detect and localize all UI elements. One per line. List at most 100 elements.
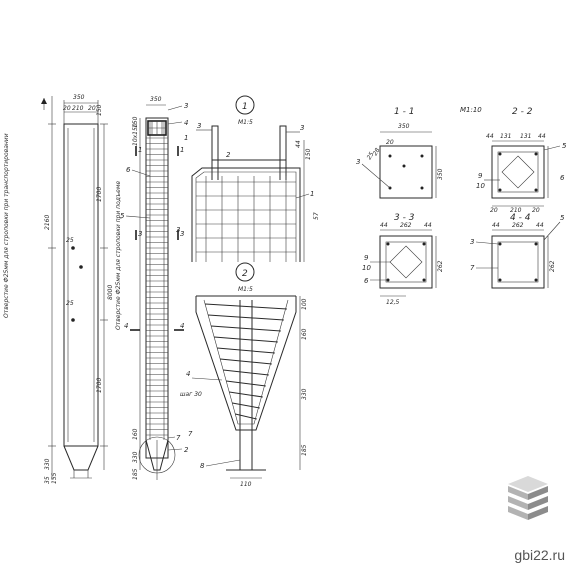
view-1-head-detail: 1 M1:5 3 3 2 1 44 150 57 — [191, 95, 320, 262]
spiral-turn — [226, 380, 266, 387]
mark: 6 — [560, 174, 565, 182]
dim: 330 — [301, 388, 308, 400]
site-name: gbi22.ru — [514, 547, 565, 563]
dim: 10x150 — [132, 123, 139, 146]
dim: 35 — [44, 476, 51, 484]
section-scale: M1:10 — [460, 106, 482, 114]
hole-transport-note: Отверстие Ф25мм для строповки при трансп… — [3, 133, 10, 318]
spiral-turn — [220, 358, 272, 365]
mark: 5 — [562, 142, 567, 150]
view-number: 1 — [242, 102, 248, 112]
dim: 131 — [520, 133, 531, 140]
spiral-turn — [235, 413, 257, 420]
head-mesh — [196, 176, 296, 262]
dim: 20 — [63, 105, 71, 112]
mark: 3 — [300, 124, 304, 132]
mark: 9 — [364, 254, 369, 262]
spiral-turn — [205, 303, 287, 310]
dim: 25 — [66, 300, 74, 307]
mark: 7 — [176, 434, 181, 442]
mark: 3 — [470, 238, 474, 246]
dim: 150 — [305, 148, 312, 160]
dim: 350 — [150, 96, 162, 103]
spiral-turn — [211, 325, 281, 332]
dim: 350 — [437, 168, 444, 180]
dim: 185 — [132, 468, 139, 480]
dim: 330 — [132, 451, 139, 463]
mark: 4 — [184, 119, 188, 127]
dim: 8000 — [107, 285, 114, 300]
dim: 20 — [490, 207, 498, 214]
mark: 3 — [356, 158, 360, 166]
cut-mark: 1 — [138, 146, 142, 154]
mark: 7 — [470, 264, 475, 272]
dim: 25 — [366, 151, 376, 161]
dim: 185 — [301, 444, 308, 456]
mark: 3 — [197, 122, 201, 130]
mark: 7 — [188, 430, 193, 438]
dim: 160 — [132, 428, 139, 440]
section-title-1-1: 1 - 1 — [394, 107, 414, 117]
mark: 2 — [226, 151, 231, 159]
dim: 2160 — [44, 215, 51, 230]
cut-mark: 1 — [180, 146, 184, 154]
dim: 150 — [132, 116, 139, 128]
mark: 9 — [478, 172, 483, 180]
dim: 12,5 — [386, 299, 400, 306]
dim: 262 — [400, 222, 412, 229]
dim: 262 — [437, 260, 444, 272]
dim: 262 — [512, 222, 524, 229]
dim: 44 — [486, 133, 494, 140]
dim: 155 — [51, 472, 58, 484]
dim: 350 — [398, 123, 410, 130]
spiral-turn — [217, 347, 275, 354]
mark: 5 — [120, 212, 125, 220]
mark: 2 — [184, 446, 189, 454]
mark: 4 — [186, 370, 190, 378]
dim: 210 — [510, 207, 522, 214]
dim: 44 — [536, 222, 544, 229]
dim: 57 — [313, 212, 320, 220]
view-scale: M1:5 — [238, 286, 253, 293]
cut-mark: 3 — [180, 230, 184, 238]
dim: 44 — [380, 222, 388, 229]
view-number: 2 — [242, 269, 248, 279]
mark: 8 — [200, 462, 205, 470]
sections: 1 - 1 M1:10 2 - 2 350 20 28 25 3 350 44 … — [356, 106, 567, 306]
stirrups — [146, 137, 168, 436]
mark: 6 — [364, 277, 369, 285]
dim: 44 — [492, 222, 500, 229]
cage-elevation: 350 10x150 150 160 330 185 3 4 1 6 5 3 7 — [120, 96, 189, 480]
mark: 6 — [126, 166, 131, 174]
hole-lift-note: Отверстие Ф25мм для строповки при подъем… — [115, 181, 122, 330]
dim: 110 — [240, 481, 252, 488]
dim: 100 — [301, 298, 308, 310]
dim: 262 — [549, 260, 556, 272]
dim: 20 — [88, 105, 96, 112]
pile-elevation: 350 20 210 20 2160 1700 1700 — [3, 94, 122, 484]
dim: 160 — [301, 328, 308, 340]
dim: 25 — [66, 237, 74, 244]
cut-mark: 4 — [124, 322, 128, 330]
dim: 210 — [72, 105, 84, 112]
dim: 150 — [96, 104, 103, 116]
dim: 20 — [532, 207, 540, 214]
dim: 44 — [295, 140, 302, 148]
view-2-tip-detail: 2 M1:5 4 шаг 30 7 8 110 100 160 330 185 — [180, 262, 308, 488]
mark: 5 — [560, 214, 565, 222]
dim: 1700 — [96, 187, 103, 202]
dim: 44 — [538, 133, 546, 140]
dim: 131 — [500, 133, 511, 140]
spiral-turn — [208, 314, 284, 321]
mark: 10 — [362, 264, 371, 272]
cut-mark: 3 — [138, 230, 142, 238]
mark: 1 — [184, 134, 188, 142]
spiral-turn — [223, 369, 269, 376]
cut-mark: 4 — [180, 322, 184, 330]
spiral-turn — [229, 391, 263, 398]
tip-spiral — [205, 303, 287, 420]
site-logo-icon — [508, 476, 548, 520]
mark: 3 — [184, 102, 188, 110]
dim: 28 — [372, 147, 382, 157]
